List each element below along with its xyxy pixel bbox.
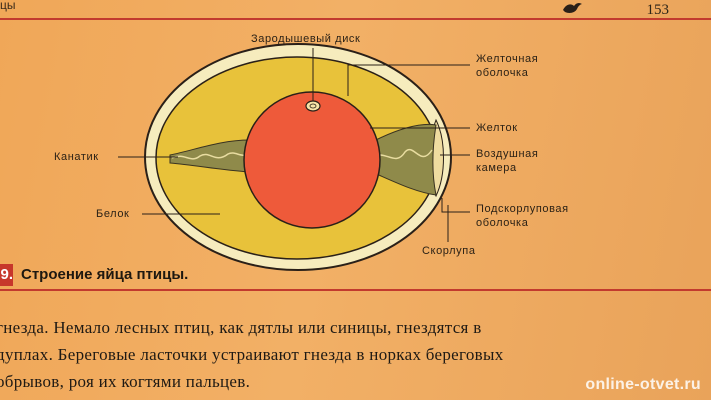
leader-shell-membrane [441, 198, 470, 213]
caption-rule [0, 289, 711, 291]
body-text-line-2: дуплах. Береговые ласточки устраивают гн… [0, 345, 504, 364]
label-air-cell-1: Воздушная [476, 148, 539, 160]
egg-diagram [118, 43, 470, 271]
label-shell-membrane-1: Подскорлуповая [476, 203, 569, 215]
body-text-line-1: гнезда. Немало лесных птиц, как дятлы ил… [0, 318, 482, 337]
body-text-line-3: обрывов, роя их когтями пальцев. [0, 372, 251, 391]
chalaza-left-twist [171, 151, 251, 160]
label-albumen: Белок [96, 208, 130, 220]
label-shell-membrane-2: оболочка [476, 217, 529, 229]
label-yolk-membrane-1: Желточная [476, 53, 539, 65]
label-chalaza: Канатик [54, 151, 99, 163]
figure-number-badge: 9. [0, 264, 13, 286]
label-air-cell-2: камера [476, 162, 517, 174]
chalaza-right-twist [371, 149, 433, 160]
header-rule [0, 18, 711, 20]
site-watermark: online-otvet.ru [585, 376, 701, 393]
label-yolk-membrane-2: оболочка [476, 67, 529, 79]
bird-icon [563, 2, 582, 13]
label-germinal-disc: Зародышевый диск [251, 33, 361, 45]
leader-yolk-membrane [347, 64, 470, 96]
egg-yolk [243, 91, 381, 229]
label-shell: Скорлупа [422, 245, 476, 257]
germinal-disc [305, 100, 321, 112]
germinal-disc-center [309, 103, 317, 109]
label-yolk: Желток [476, 122, 518, 134]
header-text-fragment: цы [0, 0, 16, 12]
figure-caption: Строение яйца птицы. [21, 266, 189, 283]
page-number: 153 [646, 2, 670, 18]
